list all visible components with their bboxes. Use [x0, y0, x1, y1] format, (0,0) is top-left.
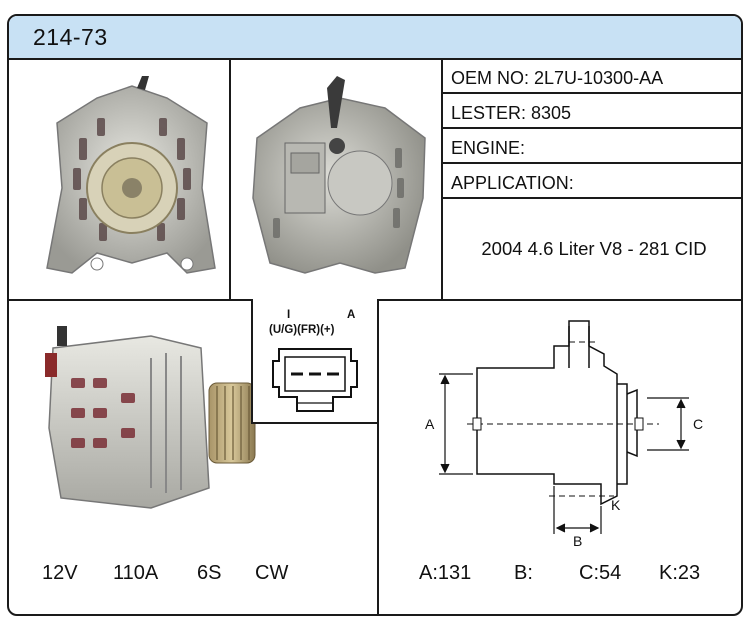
spec-voltage: 12V — [42, 562, 78, 584]
divider-info-2 — [441, 127, 741, 129]
divider-info-1 — [441, 92, 741, 94]
product-card: 214-73 OEM NO: 2L7U-10300-AA LESTER: 830… — [7, 14, 743, 616]
divider-info-4 — [441, 197, 741, 199]
application-label: APPLICATION: — [451, 173, 574, 193]
connector-label-i: I — [287, 309, 290, 321]
divider-top-1 — [229, 60, 231, 301]
oem-number: OEM NO: 2L7U-10300-AA — [451, 68, 664, 88]
divider-bottom — [377, 299, 379, 614]
header-bar: 214-73 — [9, 16, 741, 60]
dim-letter-b: B — [573, 533, 582, 546]
spec-pulley: 6S — [197, 562, 222, 584]
alternator-front-photo — [46, 76, 216, 274]
engine-label: ENGINE: — [451, 138, 526, 158]
spec-rotation: CW — [255, 562, 289, 584]
connector-diagram: I A (U/G)(FR)(+) — [269, 309, 358, 412]
divider-top-2 — [441, 60, 443, 301]
connector-label-a: A — [347, 309, 355, 321]
part-number: 214-73 — [33, 24, 108, 50]
dim-b-value: B: — [514, 562, 533, 584]
lester-number: LESTER: 8305 — [451, 103, 572, 123]
dim-a-value: A:131 — [419, 562, 472, 584]
alternator-side-photo — [45, 326, 256, 509]
dimension-diagram: A C K B — [425, 320, 703, 546]
dim-k-value: K:23 — [659, 562, 701, 584]
dim-c-value: C:54 — [579, 562, 622, 584]
application-value: 2004 4.6 Liter V8 - 281 CID — [481, 238, 707, 259]
dim-letter-k: K — [611, 497, 621, 513]
divider-info-3 — [441, 162, 741, 164]
alternator-rear-photo — [252, 76, 426, 274]
connector-box: I A (U/G)(FR)(+) — [251, 299, 379, 424]
spec-amperage: 110A — [113, 562, 159, 584]
dim-letter-c: C — [693, 416, 703, 432]
dim-letter-a: A — [425, 416, 435, 432]
connector-pins: (U/G)(FR)(+) — [269, 324, 335, 336]
